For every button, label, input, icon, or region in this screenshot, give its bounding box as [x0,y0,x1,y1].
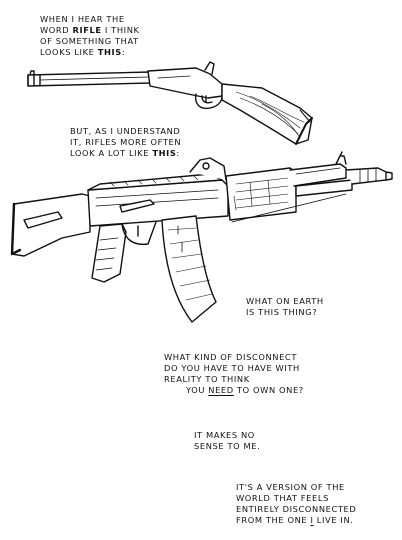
caption-version-underlined: I [310,515,314,525]
caption-intro-text: : [121,47,126,57]
caption-intro-text: looks like [40,47,98,57]
caption-intro-line-1: When I hear the [40,14,125,24]
caption-disconnect-line-1: What kind of disconnect [164,352,297,362]
caption-rifles-text: look a lot like [70,148,153,158]
caption-rifles-line-3: look a lot like this: [70,148,181,159]
caption-what-on-earth: What on earth is this thing? [246,296,324,318]
caption-disconnect: What kind of disconnect do you have to h… [164,352,304,396]
caption-rifles-line-1: But, as I understand [70,126,181,136]
caption-version-text: from the one [236,515,311,525]
caption-rifles-emphasis: this [152,148,177,158]
caption-intro-text: I think [101,25,140,35]
caption-version-text: live in. [313,515,354,525]
caption-rifles: But, as I understand it, rifles more oft… [70,126,181,159]
caption-rifles-line-2: it, rifles more often [70,137,182,147]
caption-no-sense: It makes no sense to me. [194,430,260,452]
caption-no-sense-line-1: It makes no [194,430,255,440]
caption-disconnect-line-3: reality to think [164,374,250,384]
caption-disconnect-line-4: you need to own one? [164,385,304,396]
caption-rifles-text: : [176,148,180,158]
caption-intro-line-4: looks like this: [40,47,140,58]
caption-disconnect-line-2: do you have to have with [164,363,300,373]
caption-intro-line-2: word rifle I think [40,25,140,36]
caption-version-line-2: world that feels [236,493,329,503]
caption-intro-text: word [40,25,73,35]
caption-disconnect-text: to own one? [233,385,304,395]
caption-version-line-1: It's a version of the [236,482,345,492]
caption-version-line-3: entirely disconnected [236,504,357,514]
caption-disconnect-text: you [186,385,209,395]
caption-intro-emphasis: this [97,47,122,57]
caption-intro-emphasis: rifle [72,25,102,35]
caption-intro-line-3: of something that [40,36,139,46]
caption-intro: When I hear the word rifle I think of so… [40,14,140,58]
caption-version-line-4: from the one I live in. [236,515,356,526]
caption-version: It's a version of the world that feels e… [236,482,356,526]
caption-no-sense-line-2: sense to me. [194,441,261,451]
caption-disconnect-underlined: need [208,385,234,395]
caption-what-on-earth-line-1: What on earth [246,296,324,306]
caption-what-on-earth-line-2: is this thing? [246,307,318,317]
